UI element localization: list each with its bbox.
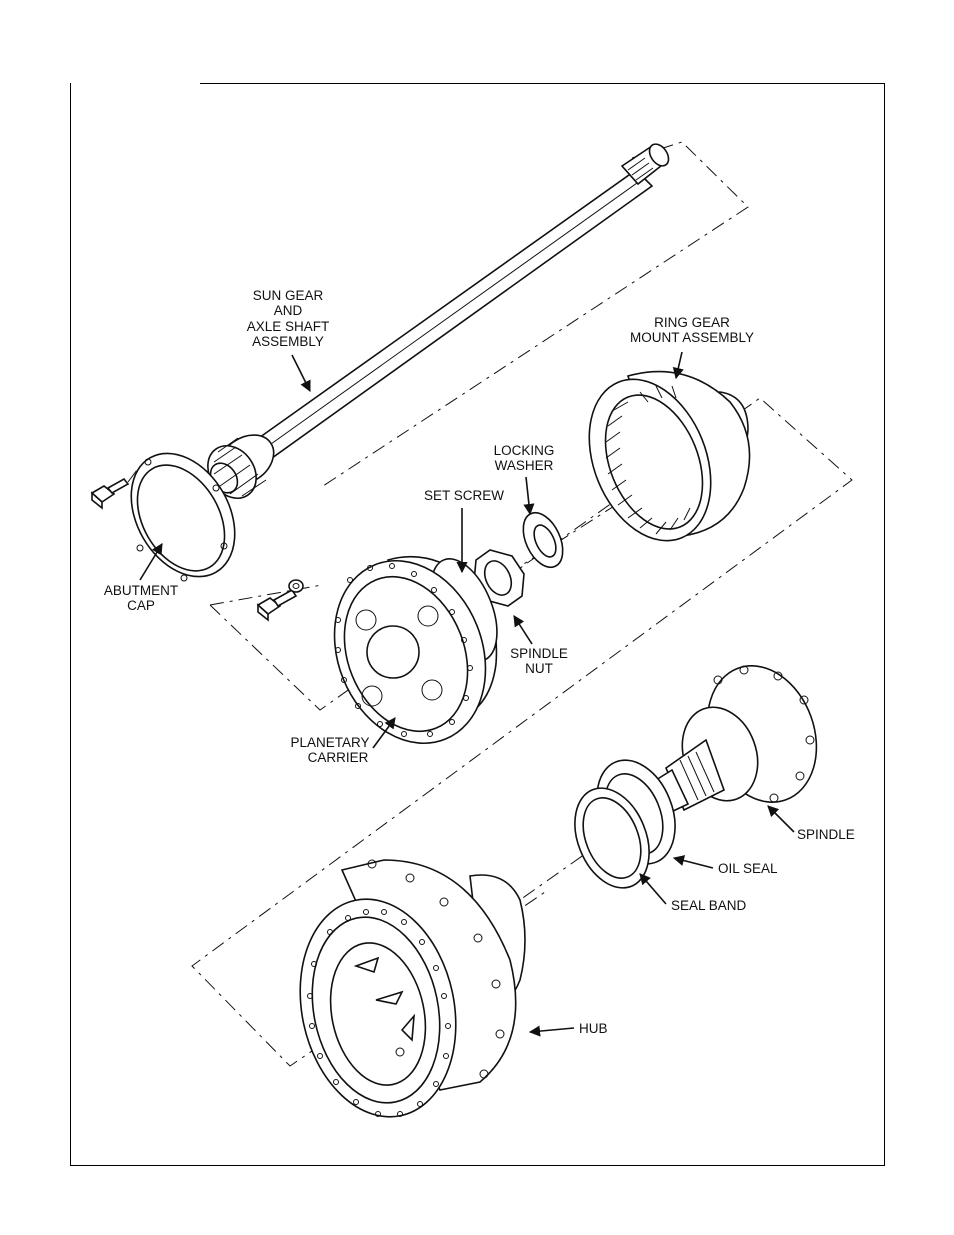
label-sun-gear-line1: SUN GEAR bbox=[253, 288, 324, 303]
label-abutment-cap-line1: ABUTMENT bbox=[104, 583, 178, 598]
ring-gear-mount-assembly bbox=[567, 361, 750, 559]
label-locking-washer-line2: WASHER bbox=[495, 458, 554, 473]
label-planetary-carrier-line1: PLANETARY bbox=[290, 735, 369, 750]
label-set-screw: SET SCREW bbox=[424, 488, 504, 503]
locking-washer bbox=[515, 507, 570, 574]
hub bbox=[281, 860, 525, 1131]
label-planetary-carrier: PLANETARY CARRIER bbox=[290, 735, 369, 765]
label-planetary-carrier-line2: CARRIER bbox=[308, 750, 369, 765]
label-oil-seal: OIL SEAL bbox=[718, 861, 778, 876]
label-spindle-nut-line2: NUT bbox=[525, 661, 553, 676]
label-locking-washer-line1: LOCKING bbox=[494, 443, 555, 458]
label-sun-gear-line3: AXLE SHAFT bbox=[247, 319, 330, 334]
label-sun-gear: SUN GEAR AND AXLE SHAFT ASSEMBLY bbox=[247, 288, 330, 349]
label-hub: HUB bbox=[579, 1021, 608, 1036]
carrier-bolt bbox=[258, 580, 303, 620]
label-ring-gear: RING GEAR MOUNT ASSEMBLY bbox=[630, 315, 754, 345]
label-abutment-cap: ABUTMENT CAP bbox=[104, 583, 178, 613]
label-locking-washer: LOCKING WASHER bbox=[494, 443, 555, 473]
label-spindle: SPINDLE bbox=[797, 827, 855, 842]
label-ring-gear-line2: MOUNT ASSEMBLY bbox=[630, 330, 754, 345]
label-ring-gear-line1: RING GEAR bbox=[654, 315, 730, 330]
label-spindle-nut-line1: SPINDLE bbox=[510, 646, 568, 661]
label-seal-band: SEAL BAND bbox=[671, 898, 747, 913]
label-spindle-nut: SPINDLE NUT bbox=[510, 646, 568, 676]
label-abutment-cap-line2: CAP bbox=[127, 598, 155, 613]
label-sun-gear-line2: AND bbox=[274, 303, 303, 318]
label-sun-gear-line4: ASSEMBLY bbox=[252, 334, 324, 349]
spindle bbox=[640, 650, 835, 820]
